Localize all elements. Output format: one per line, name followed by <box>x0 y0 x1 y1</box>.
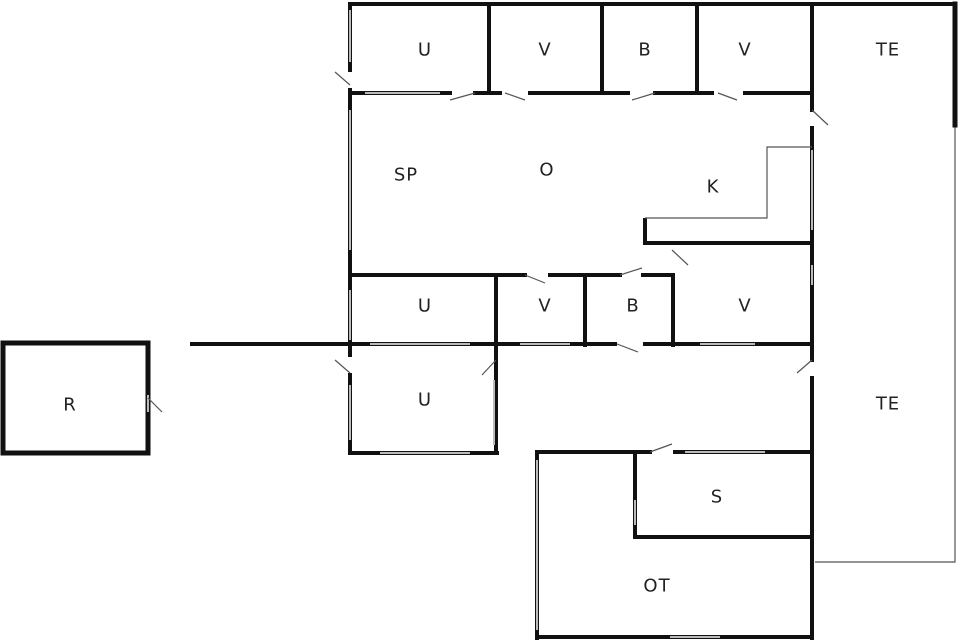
room-label-v-top-2: V <box>738 39 752 61</box>
room-label-u-mid: U <box>417 295 433 317</box>
room-label-k: K <box>706 176 720 198</box>
doors <box>147 71 829 453</box>
room-label-ot: OT <box>643 575 671 597</box>
room-label-v-mid-1: V <box>538 295 552 317</box>
room-label-o: O <box>539 159 555 181</box>
room-label-r: R <box>63 394 77 416</box>
room-label-b-mid: B <box>626 295 640 317</box>
room-label-u-top: U <box>417 39 433 61</box>
room-label-te-low: TE <box>875 393 901 415</box>
room-label-sp: SP <box>393 164 419 186</box>
kitchen-counter <box>645 146 812 219</box>
windows <box>147 10 813 638</box>
room-label-v-mid-2: V <box>738 295 752 317</box>
room-label-s: S <box>710 486 724 508</box>
room-label-u-low: U <box>417 389 433 411</box>
room-label-b-top: B <box>638 39 652 61</box>
terrace-outline <box>815 1 958 563</box>
room-label-te-top: TE <box>875 39 901 61</box>
room-label-v-top-1: V <box>538 39 552 61</box>
